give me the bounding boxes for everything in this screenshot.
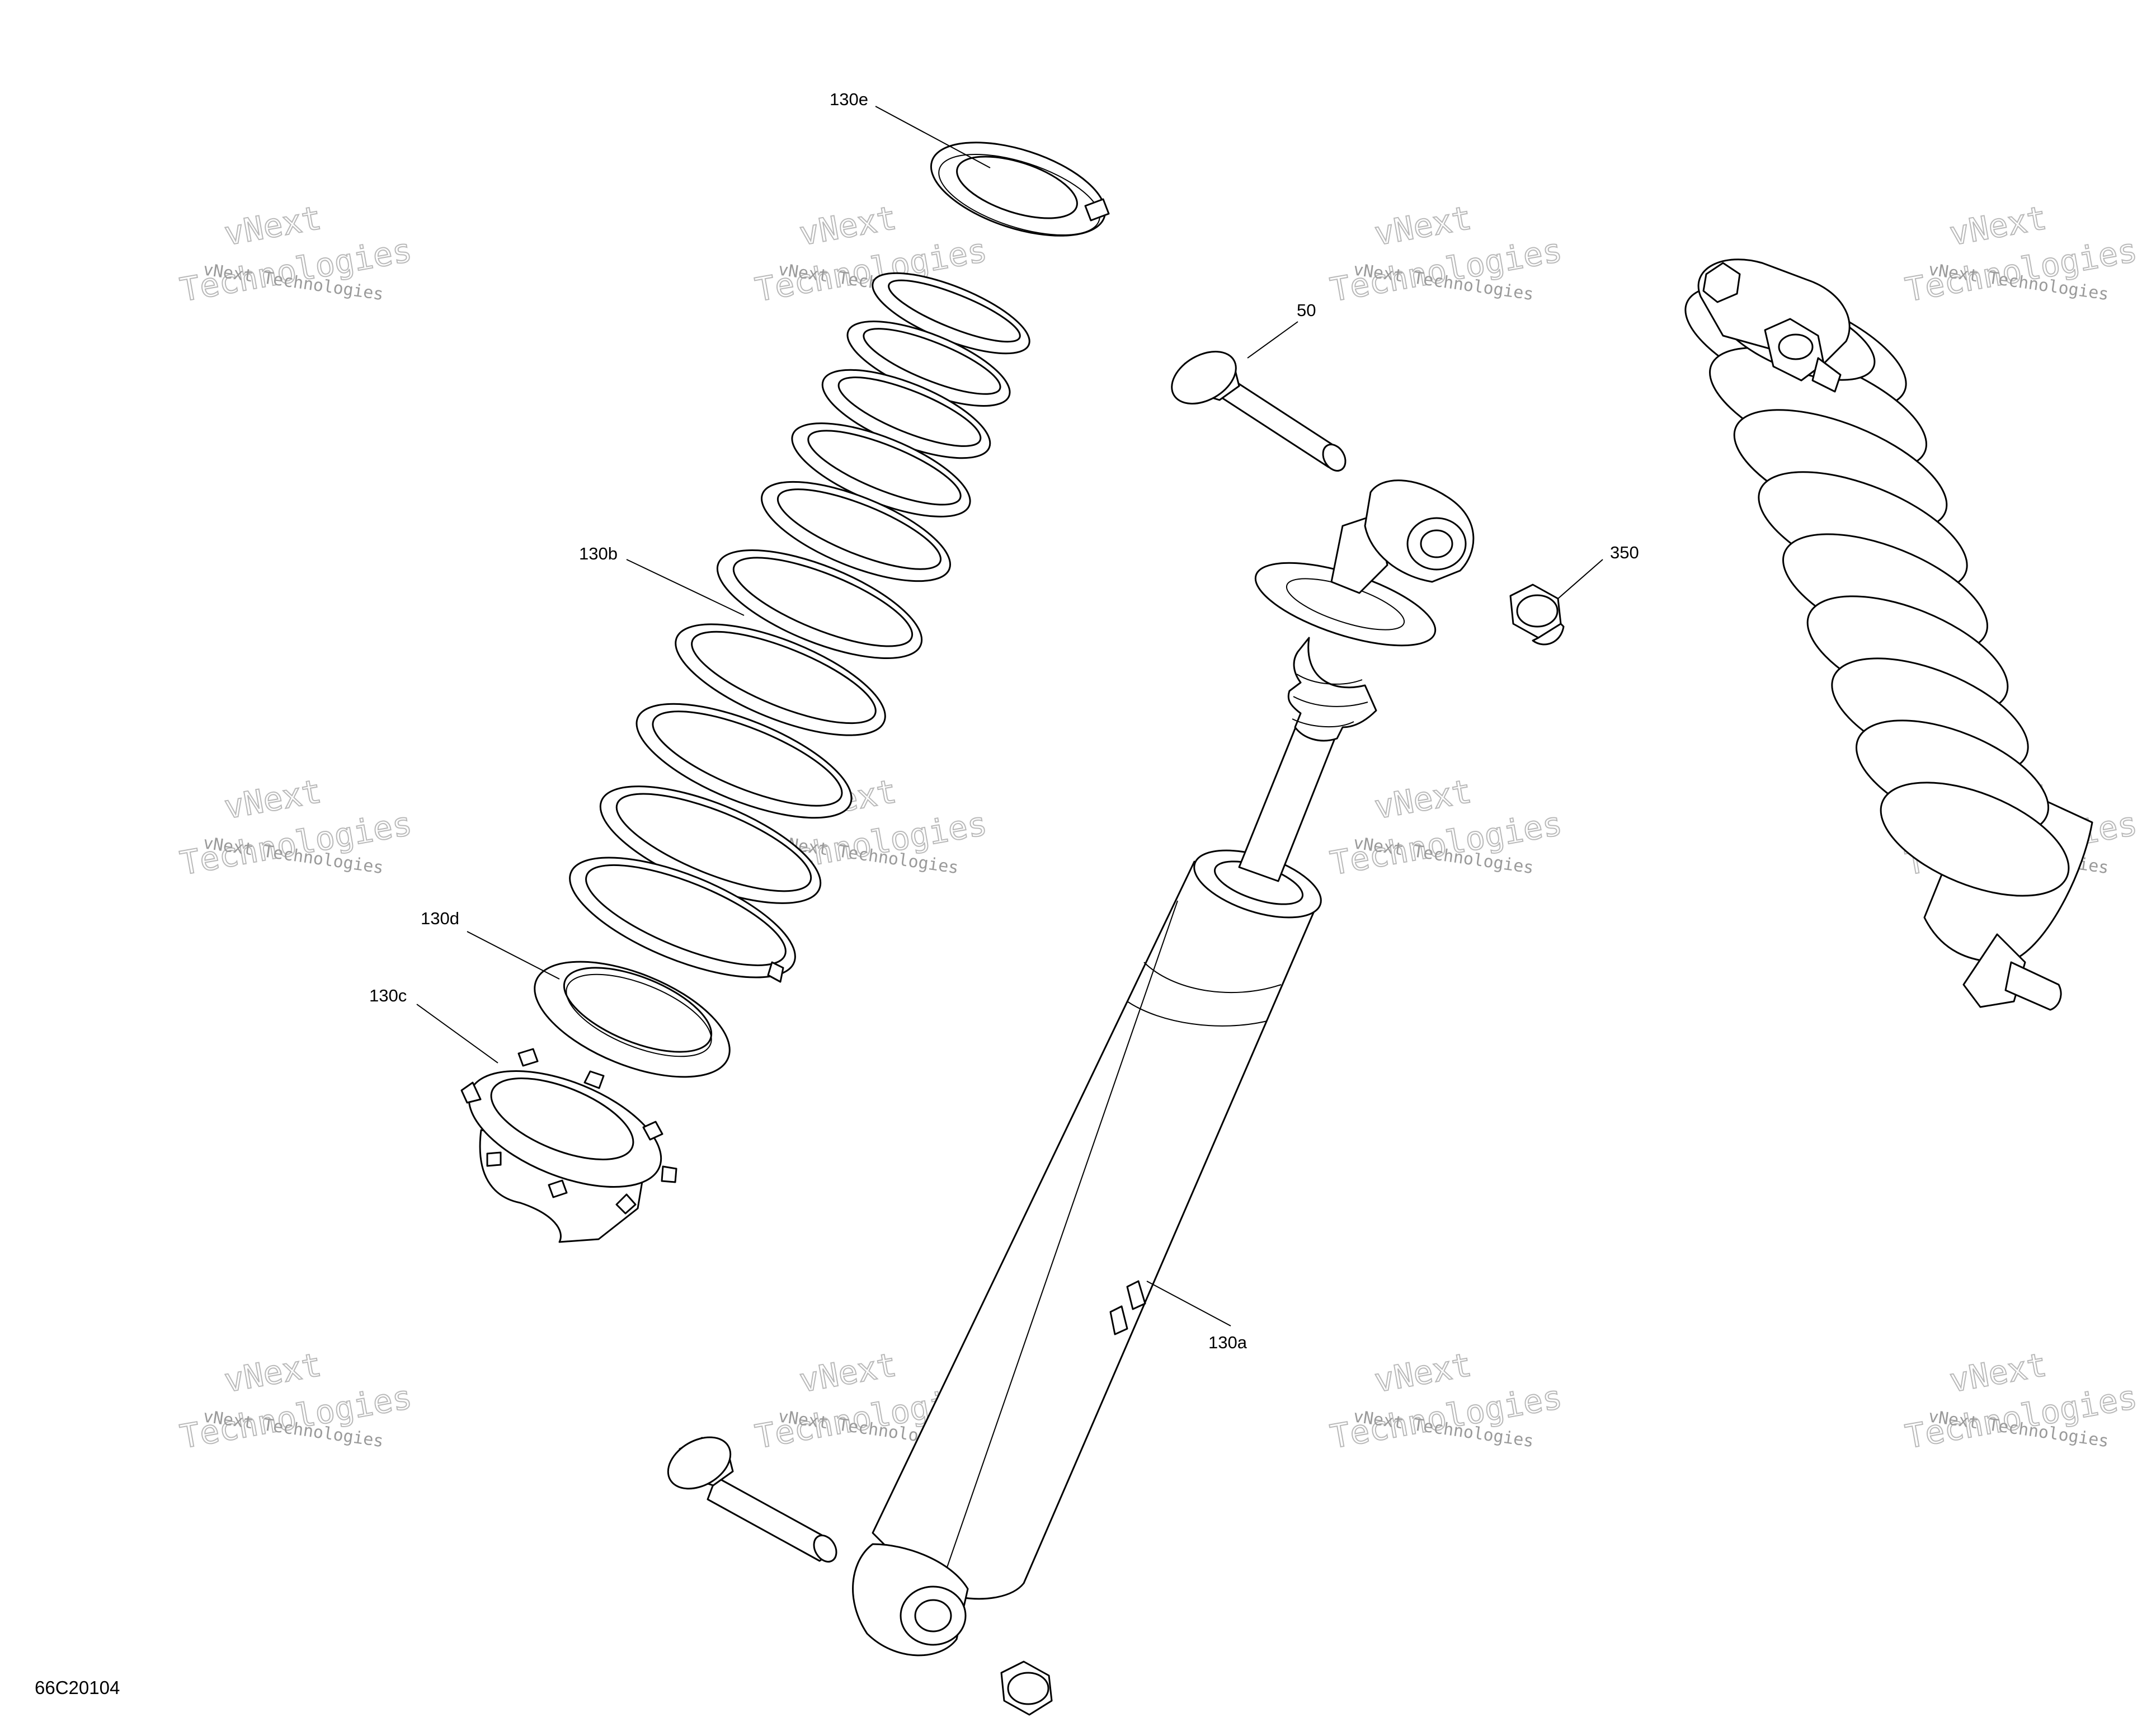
svg-text:vNext: vNext [1372, 772, 1475, 826]
svg-text:vNext: vNext [222, 199, 324, 253]
callout-130c: 130c [369, 986, 407, 1005]
svg-text:vNext: vNext [797, 1345, 900, 1400]
part-50-upper-bolt [1171, 351, 1347, 472]
svg-text:vNext: vNext [797, 199, 900, 253]
part-lower-nut [1000, 1660, 1053, 1716]
spring-coil-inner [615, 793, 812, 892]
spring-coil-inner [732, 557, 914, 647]
callout-130e: 130e [830, 90, 868, 109]
spring-coil-inner [807, 430, 962, 506]
part-130a-shock-absorber [852, 479, 1475, 1657]
callout-labels: 130e 130b 130d 130c 50 350 130a [369, 90, 1639, 1352]
callout-130d: 130d [421, 909, 459, 928]
part-130d-lower-spring-seat [534, 961, 731, 1078]
spring-end [767, 961, 784, 983]
leader-lines [416, 106, 1603, 1326]
callout-50: 50 [1297, 300, 1316, 320]
part-350-upper-nut [1509, 584, 1565, 646]
callout-350: 350 [1610, 543, 1639, 562]
svg-text:vNext: vNext [1947, 199, 2050, 253]
part-130e-upper-spring-seat [930, 142, 1110, 237]
callout-130a: 130a [1208, 1333, 1248, 1352]
spring-coil-inner [691, 631, 877, 724]
svg-text:vNext: vNext [1372, 1345, 1475, 1400]
part-130b-coil-spring [569, 272, 1030, 983]
spring-coil-inner [652, 711, 843, 807]
assembled-coil [1880, 782, 2070, 897]
spring-coil-inner [837, 377, 982, 447]
svg-text:vNext: vNext [1372, 199, 1475, 253]
svg-text:vNext: vNext [222, 1345, 324, 1400]
svg-text:vNext: vNext [1947, 1345, 2050, 1400]
spring-coil-inner [863, 328, 1001, 395]
part-lower-bolt [667, 1436, 837, 1563]
svg-text:vNext: vNext [222, 772, 324, 826]
spring-coil-inner [585, 864, 787, 966]
assembled-shock-reference-view [1684, 258, 2093, 1011]
spring-coil-inner [776, 488, 942, 570]
callout-130b: 130b [579, 544, 618, 563]
drawing-number: 66C20104 [35, 1677, 120, 1698]
spring-coil-inner [888, 279, 1021, 343]
part-130c-adjuster-ring [460, 1048, 677, 1243]
